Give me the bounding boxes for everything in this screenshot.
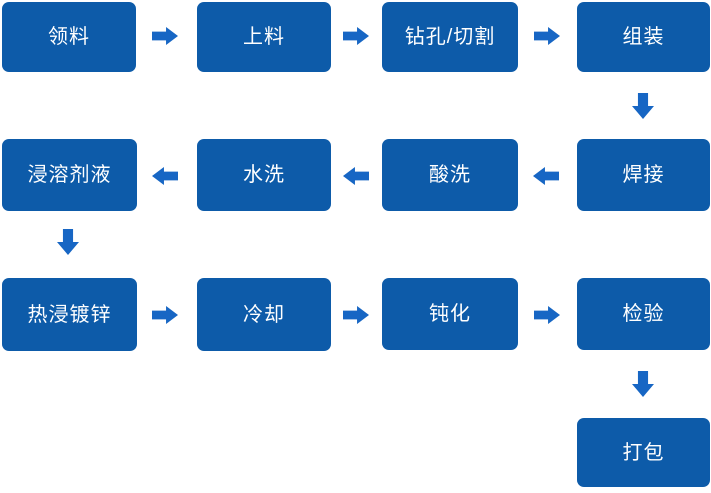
down-arrow-icon <box>632 93 654 119</box>
node-jinrongjiye: 浸溶剂液 <box>2 139 137 211</box>
node-shuixi: 水洗 <box>197 139 331 211</box>
node-rejinduxin: 热浸镀锌 <box>2 278 137 351</box>
node-hanjie: 焊接 <box>577 139 710 211</box>
node-lingliao: 领料 <box>2 2 136 72</box>
right-arrow-icon <box>152 27 178 45</box>
right-arrow-icon <box>343 306 369 324</box>
right-arrow-icon <box>152 306 178 324</box>
left-arrow-icon <box>152 167 178 185</box>
node-shangliao: 上料 <box>197 2 331 72</box>
node-zuankong-qiege: 钻孔/切割 <box>382 2 518 72</box>
down-arrow-icon <box>632 371 654 397</box>
node-dabao: 打包 <box>577 418 710 487</box>
node-suanxi: 酸洗 <box>382 139 518 211</box>
left-arrow-icon <box>533 167 559 185</box>
left-arrow-icon <box>343 167 369 185</box>
node-dunhua: 钝化 <box>382 278 518 350</box>
right-arrow-icon <box>343 27 369 45</box>
node-zuzhuang: 组装 <box>577 2 710 72</box>
down-arrow-icon <box>57 229 79 255</box>
right-arrow-icon <box>534 27 560 45</box>
right-arrow-icon <box>534 306 560 324</box>
node-jianyan: 检验 <box>577 278 710 350</box>
node-lengque: 冷却 <box>197 278 331 351</box>
